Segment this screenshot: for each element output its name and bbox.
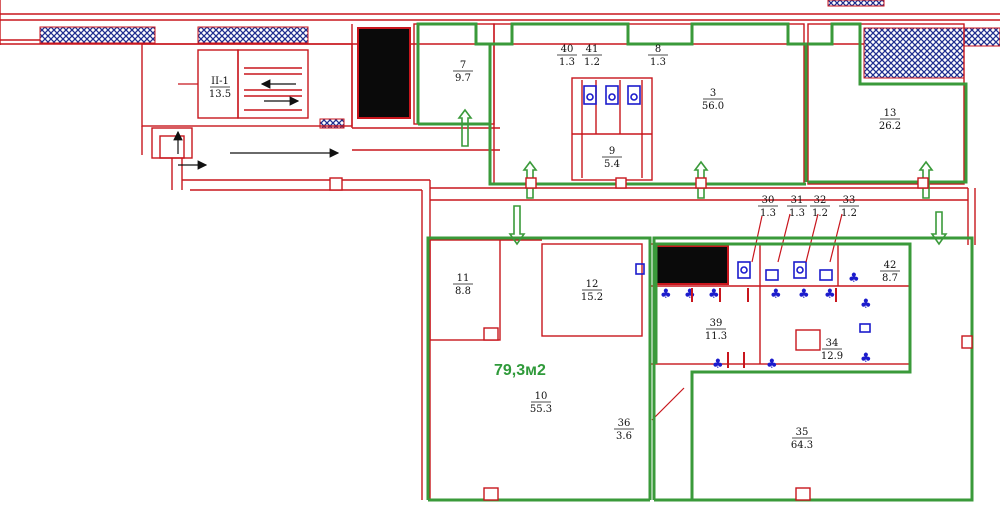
- svg-text:♣: ♣: [712, 357, 724, 372]
- svg-text:♣: ♣: [660, 287, 672, 302]
- room-label-12: 12 15.2: [581, 279, 603, 303]
- room-area: 9.7: [455, 73, 471, 84]
- svg-text:♣: ♣: [824, 287, 836, 302]
- room-label-32: 321.2: [810, 195, 830, 219]
- room-number: 41: [586, 44, 599, 55]
- room-number: 10: [535, 391, 548, 402]
- room-area: 3.6: [616, 431, 632, 442]
- entry-arrows: [457, 108, 948, 246]
- room-labels: II-113.579.7401.3411.281.3356.01326.295.…: [209, 44, 901, 451]
- room-area: 15.2: [581, 292, 603, 303]
- svg-text:♣: ♣: [860, 351, 872, 366]
- stair-arrows: [173, 79, 340, 170]
- room-number: 9: [609, 146, 615, 157]
- room-label-42: 428.7: [880, 260, 900, 284]
- lower-toilet-fixtures: [635, 261, 871, 333]
- room-area: 8.8: [455, 286, 471, 297]
- room-label-7: 79.7: [453, 60, 473, 84]
- room-area: 1.3: [559, 57, 575, 68]
- room-number: 7: [460, 60, 466, 71]
- room-number: 3: [710, 88, 716, 99]
- ventilation-shaft: [655, 245, 729, 285]
- room-number: 42: [884, 260, 897, 271]
- room-label-41: 411.2: [582, 44, 602, 68]
- room-area: 1.2: [812, 208, 828, 219]
- room-label-8: 81.3: [648, 44, 668, 68]
- room-label-31: 311.3: [787, 195, 807, 219]
- stair-core-walls: [141, 24, 976, 500]
- room-area: 1.2: [584, 57, 600, 68]
- room-label-13: 13 26.2: [879, 108, 901, 132]
- room-area: 13.5: [209, 89, 231, 100]
- room-area: 1.3: [650, 57, 666, 68]
- room-area: 12.9: [821, 351, 843, 362]
- room-number: 31: [791, 195, 804, 206]
- room-number: 12: [586, 279, 599, 290]
- room-area: 1.3: [789, 208, 805, 219]
- room-area: 5.4: [604, 159, 620, 170]
- svg-text:♣: ♣: [848, 271, 860, 286]
- svg-text:♣: ♣: [708, 287, 720, 302]
- room-number: 40: [561, 44, 574, 55]
- room-number: 11: [457, 273, 470, 284]
- columns: [329, 177, 973, 501]
- svg-text:♣: ♣: [766, 357, 778, 372]
- room-area: 64.3: [791, 440, 813, 451]
- sink-fixtures: ♣♣♣ ♣♣♣ ♣♣♣ ♣♣: [660, 271, 872, 372]
- window-hatches: [39, 0, 1000, 129]
- room-area: 1.3: [760, 208, 776, 219]
- room-label-9: 95.4: [602, 146, 622, 170]
- room-area: 11.3: [705, 331, 727, 342]
- elevator-shaft: [357, 27, 411, 119]
- svg-text:♣: ♣: [770, 287, 782, 302]
- room-number: 39: [710, 318, 723, 329]
- svg-text:♣: ♣: [860, 297, 872, 312]
- room-area: 56.0: [702, 101, 724, 112]
- room-label-36: 363.6: [614, 418, 634, 442]
- room-label-33: 331.2: [839, 195, 859, 219]
- room-area: 1.2: [841, 208, 857, 219]
- room-number: 35: [796, 427, 809, 438]
- room-number: II-1: [211, 76, 229, 87]
- room-label-39: 39 11.3: [705, 318, 727, 342]
- room-number: 30: [762, 195, 775, 206]
- room-label-11: 118.8: [453, 273, 473, 297]
- red-partition-marks: [691, 288, 837, 368]
- room-number: 34: [826, 338, 839, 349]
- svg-text:♣: ♣: [684, 287, 696, 302]
- room-label-10: 10 55.3: [530, 391, 552, 415]
- room-label-30: 301.3: [758, 195, 778, 219]
- room-label-II-1: II-1 13.5: [209, 76, 231, 100]
- total-area-label: 79,3м2: [494, 362, 546, 379]
- room-area: 8.7: [882, 273, 898, 284]
- room-area: 55.3: [530, 404, 552, 415]
- room-number: 36: [618, 418, 631, 429]
- room-label-34: 34 12.9: [821, 338, 843, 362]
- svg-text:♣: ♣: [798, 287, 810, 302]
- room-label-35: 35 64.3: [791, 427, 813, 451]
- room-label-40: 401.3: [557, 44, 577, 68]
- room-number: 8: [655, 44, 661, 55]
- upper-toilet-fixtures: [583, 85, 641, 105]
- room-area: 26.2: [879, 121, 901, 132]
- room-number: 33: [843, 195, 856, 206]
- room-number: 32: [814, 195, 827, 206]
- room-number: 13: [884, 108, 897, 119]
- room-label-3: 356.0: [702, 88, 724, 112]
